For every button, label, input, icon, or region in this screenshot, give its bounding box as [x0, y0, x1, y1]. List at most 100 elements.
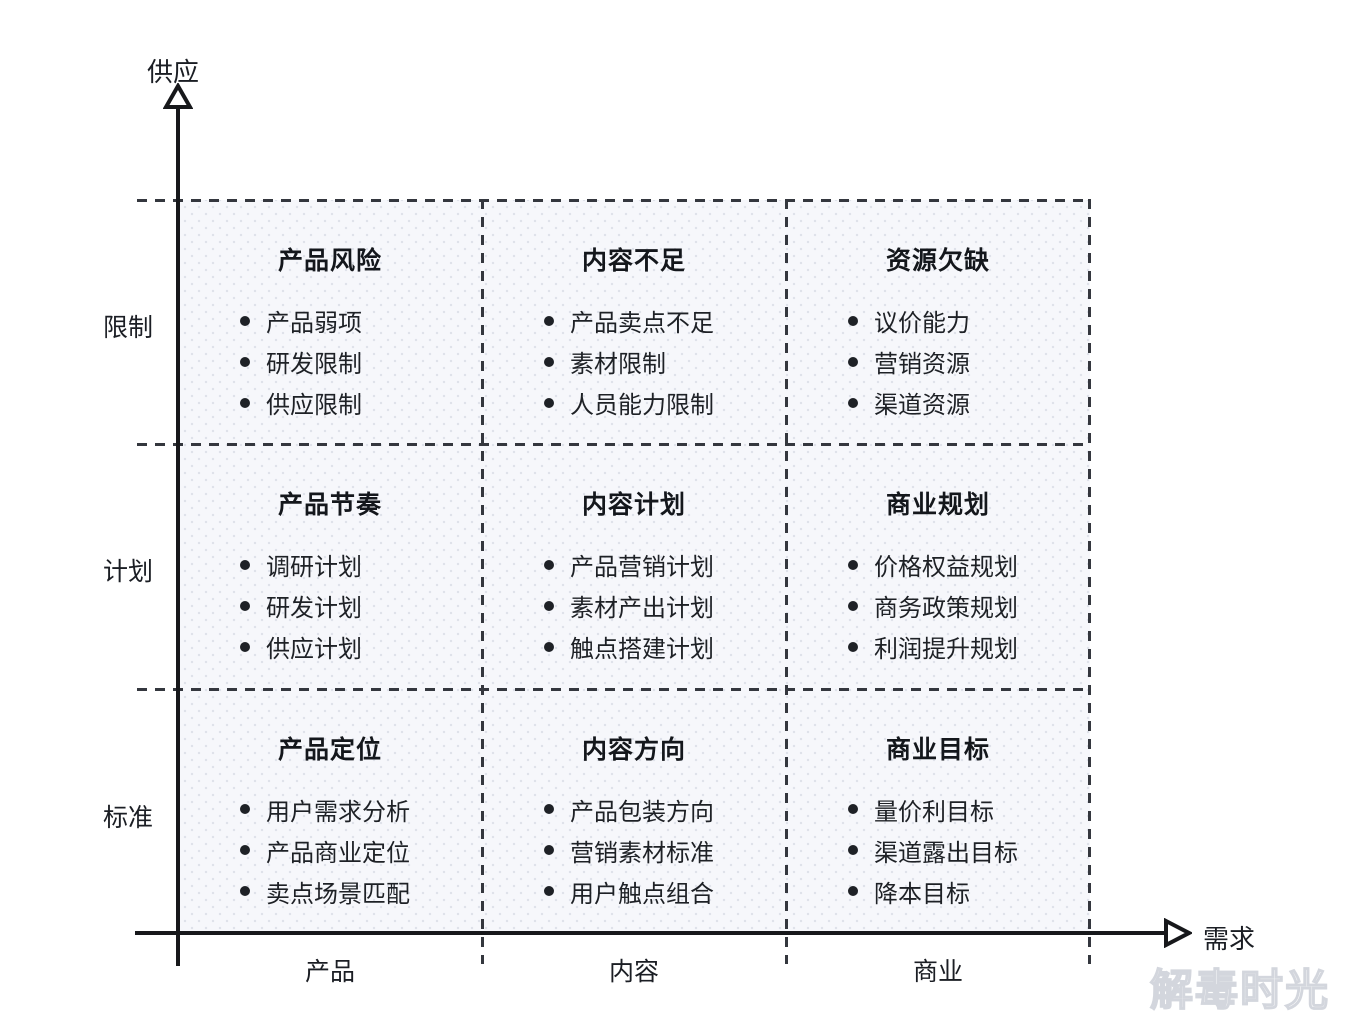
cell-bullet-item: 用户触点组合	[544, 871, 786, 912]
cell-bullet-item: 用户需求分析	[240, 789, 482, 830]
cell-bullet-list: 议价能力 营销资源 渠道资源	[786, 300, 1090, 423]
cell-item-label: 渠道资源	[874, 392, 970, 419]
cell-bullet-list: 用户需求分析 产品商业定位 卖点场景匹配	[178, 789, 482, 912]
cell-item-label: 降本目标	[874, 880, 970, 908]
bullet-dot-icon	[544, 600, 554, 611]
cell-bullet-item: 研发限制	[240, 341, 482, 382]
cell-item-label: 量价利目标	[874, 798, 994, 826]
bullet-dot-icon	[848, 356, 858, 367]
row-label: 计划	[102, 558, 153, 586]
cell-item-label: 渠道露出目标	[874, 839, 1018, 867]
cell-bullet-list: 量价利目标 渠道露出目标 降本目标	[786, 789, 1090, 912]
cell-item-label: 触点搭建计划	[570, 636, 714, 664]
cell-title: 产品定位	[277, 735, 382, 764]
bullet-dot-icon	[848, 804, 858, 815]
cell-bullet-item: 触点搭建计划	[544, 626, 786, 667]
matrix-cells: 产品风险 产品弱项 研发限制 供应限制 内容不足 产品卖点不足 素材限制 人员能…	[178, 200, 1090, 933]
x-axis-arrow-icon	[1163, 917, 1194, 949]
cell-item-label: 供应限制	[266, 392, 362, 419]
cell-item-label: 议价能力	[874, 310, 970, 337]
matrix-cell: 内容不足 产品卖点不足 素材限制 人员能力限制	[482, 200, 786, 444]
cell-bullet-list: 价格权益规划 商务政策规划 利润提升规划	[786, 544, 1090, 667]
grid-dashed-line-right	[1088, 199, 1091, 964]
bullet-dot-icon	[544, 559, 554, 570]
cell-bullet-item: 量价利目标	[848, 789, 1090, 830]
cell-bullet-item: 产品卖点不足	[544, 300, 786, 341]
cell-bullet-item: 素材产出计划	[544, 585, 786, 626]
y-axis-label: 供应	[147, 57, 200, 87]
matrix-cell: 商业目标 量价利目标 渠道露出目标 降本目标	[786, 689, 1090, 933]
cell-item-label: 利润提升规划	[874, 636, 1018, 664]
cell-bullet-item: 研发计划	[240, 585, 482, 626]
grid-dashed-line-col2	[785, 199, 788, 964]
bullet-dot-icon	[240, 559, 250, 570]
cell-bullet-list: 产品弱项 研发限制 供应限制	[178, 300, 482, 423]
matrix-cell: 内容计划 产品营销计划 素材产出计划 触点搭建计划	[482, 444, 786, 688]
cell-bullet-item: 调研计划	[240, 544, 482, 585]
cell-bullet-item: 价格权益规划	[848, 544, 1090, 585]
bullet-dot-icon	[544, 315, 554, 326]
cell-item-label: 产品营销计划	[570, 554, 714, 582]
cell-bullet-list: 产品卖点不足 素材限制 人员能力限制	[482, 300, 786, 423]
matrix-cell: 资源欠缺 议价能力 营销资源 渠道资源	[786, 200, 1090, 444]
bullet-dot-icon	[544, 845, 554, 856]
cell-bullet-list: 产品营销计划 素材产出计划 触点搭建计划	[482, 544, 786, 667]
cell-item-label: 营销素材标准	[570, 839, 714, 867]
bullet-dot-icon	[240, 356, 250, 367]
column-label: 内容	[608, 958, 659, 986]
cell-title: 商业目标	[885, 735, 990, 764]
bullet-dot-icon	[544, 804, 554, 815]
cell-item-label: 供应计划	[266, 636, 362, 664]
cell-bullet-item: 卖点场景匹配	[240, 871, 482, 912]
cell-item-label: 商务政策规划	[874, 595, 1018, 623]
bullet-dot-icon	[240, 397, 250, 408]
cell-title: 资源欠缺	[885, 247, 990, 275]
column-label: 产品	[304, 958, 355, 986]
grid-dashed-line-top	[137, 199, 1090, 202]
grid-dashed-line-col1	[481, 199, 484, 964]
cell-bullet-item: 产品弱项	[240, 300, 482, 341]
bullet-dot-icon	[848, 397, 858, 408]
x-axis-label: 需求	[1203, 924, 1256, 954]
bullet-dot-icon	[240, 804, 250, 815]
cell-item-label: 价格权益规划	[874, 554, 1018, 582]
cell-title: 产品风险	[277, 247, 382, 275]
bullet-dot-icon	[544, 641, 554, 652]
x-axis-line	[135, 931, 1167, 935]
cell-item-label: 用户触点组合	[570, 880, 714, 908]
bullet-dot-icon	[240, 600, 250, 611]
bullet-dot-icon	[240, 845, 250, 856]
bullet-dot-icon	[544, 886, 554, 897]
cell-item-label: 产品弱项	[266, 310, 362, 337]
cell-bullet-item: 人员能力限制	[544, 382, 786, 423]
matrix-cell: 商业规划 价格权益规划 商务政策规划 利润提升规划	[786, 444, 1090, 688]
cell-bullet-item: 供应限制	[240, 382, 482, 423]
bullet-dot-icon	[848, 600, 858, 611]
y-axis-line	[176, 106, 180, 966]
cell-bullet-item: 营销资源	[848, 341, 1090, 382]
cell-item-label: 卖点场景匹配	[266, 880, 410, 908]
cell-bullet-item: 产品商业定位	[240, 830, 482, 871]
bullet-dot-icon	[240, 641, 250, 652]
cell-bullet-item: 利润提升规划	[848, 626, 1090, 667]
cell-bullet-list: 产品包装方向 营销素材标准 用户触点组合	[482, 789, 786, 912]
cell-bullet-item: 产品营销计划	[544, 544, 786, 585]
cell-item-label: 素材限制	[570, 351, 666, 378]
column-label: 商业	[912, 958, 963, 986]
bullet-dot-icon	[544, 397, 554, 408]
row-label: 标准	[102, 804, 153, 832]
bullet-dot-icon	[848, 886, 858, 897]
matrix-background	[178, 200, 1090, 933]
matrix-cell: 内容方向 产品包装方向 营销素材标准 用户触点组合	[482, 689, 786, 933]
cell-bullet-item: 议价能力	[848, 300, 1090, 341]
cell-bullet-item: 渠道资源	[848, 382, 1090, 423]
matrix-cell: 产品节奏 调研计划 研发计划 供应计划	[178, 444, 482, 688]
cell-item-label: 产品商业定位	[266, 839, 410, 867]
bullet-dot-icon	[848, 641, 858, 652]
cell-item-label: 产品包装方向	[570, 798, 714, 826]
cell-item-label: 营销资源	[874, 351, 970, 378]
cell-item-label: 人员能力限制	[570, 392, 714, 419]
cell-title: 内容方向	[581, 735, 686, 764]
cell-item-label: 产品卖点不足	[570, 310, 714, 337]
